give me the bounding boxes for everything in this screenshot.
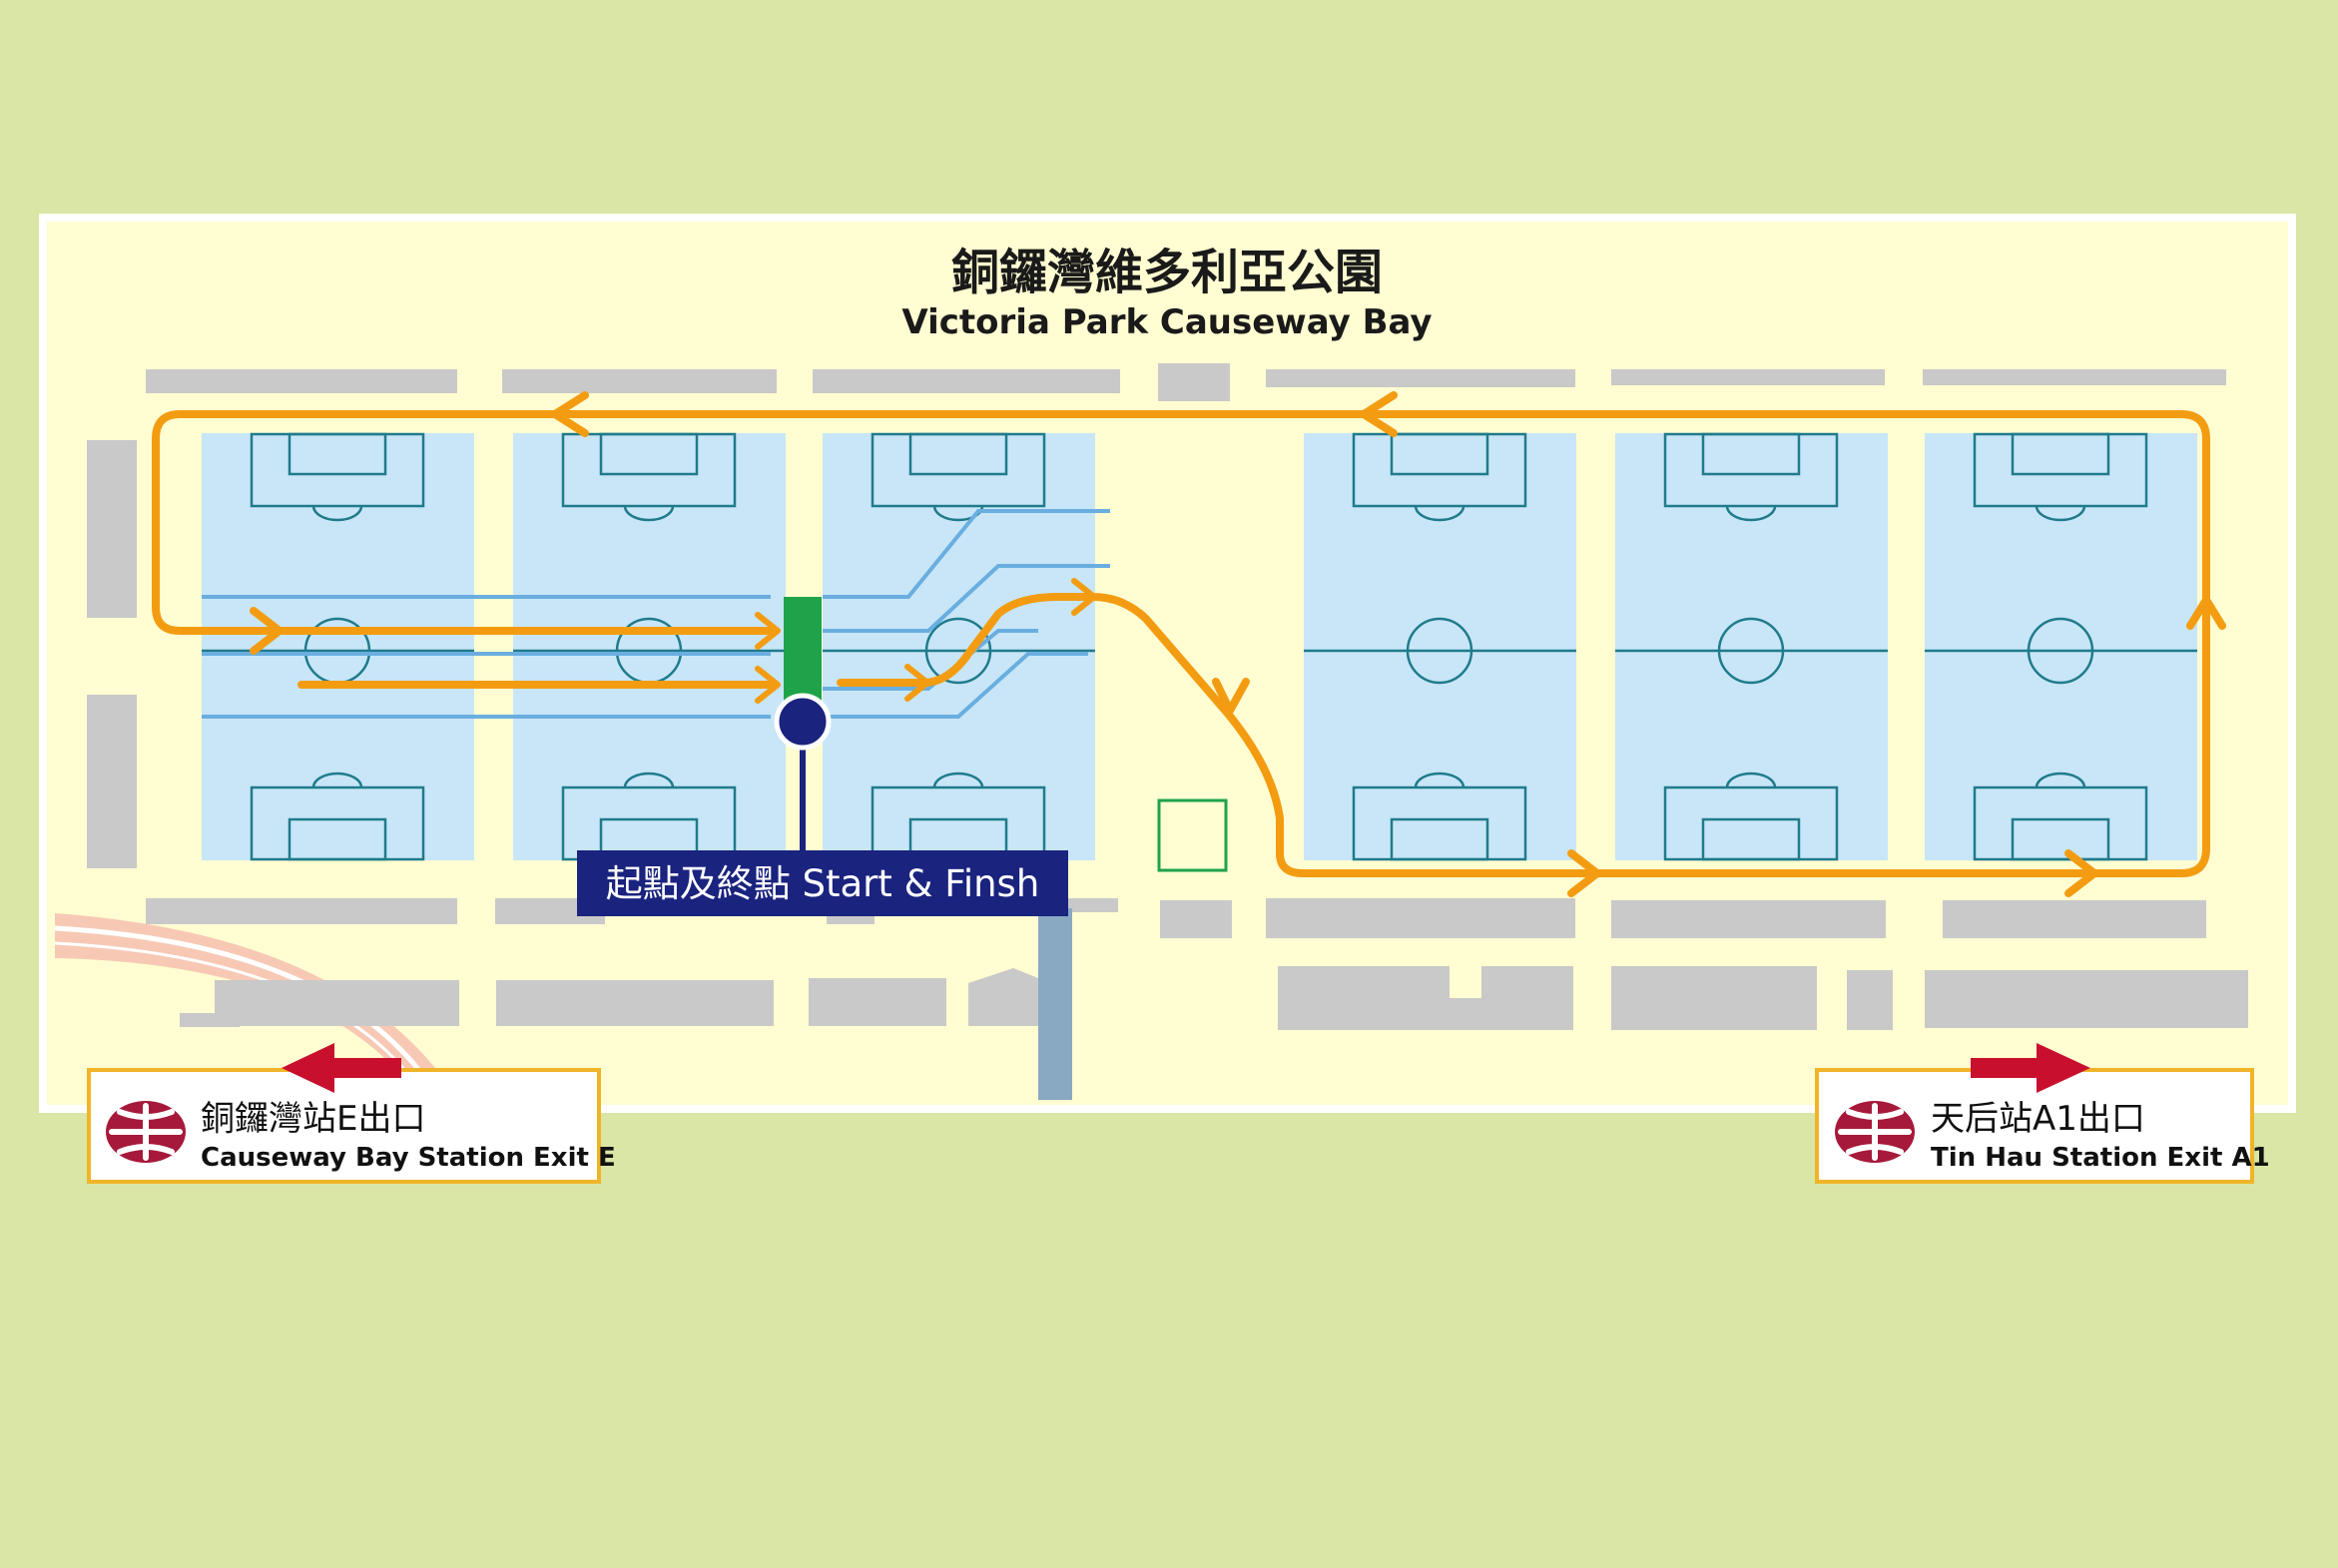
arrow-icon [1971,1043,2090,1093]
start-marker-icon [774,693,832,751]
arrow-icon [282,1043,401,1093]
exit-left-english: Causeway Bay Station Exit E [201,1143,616,1173]
mtr-logo-icon [1835,1101,1915,1163]
exit-sign-left: 銅鑼灣站E出口 Causeway Bay Station Exit E [87,1068,616,1184]
exit-right-english: Tin Hau Station Exit A1 [1931,1143,2270,1173]
access-road [1038,908,1072,1100]
exit-left-chinese: 銅鑼灣站E出口 [201,1099,425,1139]
map-title-english: Victoria Park Causeway Bay [901,302,1432,342]
start-finish-label: 起點及終點 Start & Finsh [606,862,1040,905]
start-corridor-lines [202,509,1110,719]
map-title-chinese: 銅鑼灣維多利亞公園 [951,245,1383,300]
exit-sign-right: 天后站A1出口 Tin Hau Station Exit A1 [1815,1068,2270,1184]
exit-right-chinese: 天后站A1出口 [1931,1099,2145,1139]
kiosk-outline [1157,798,1228,872]
race-route [152,391,2226,897]
mtr-logo-icon [106,1101,186,1163]
football-pitches [202,432,2197,861]
start-finish-label-box [577,850,1068,916]
buildings [87,363,2248,1030]
